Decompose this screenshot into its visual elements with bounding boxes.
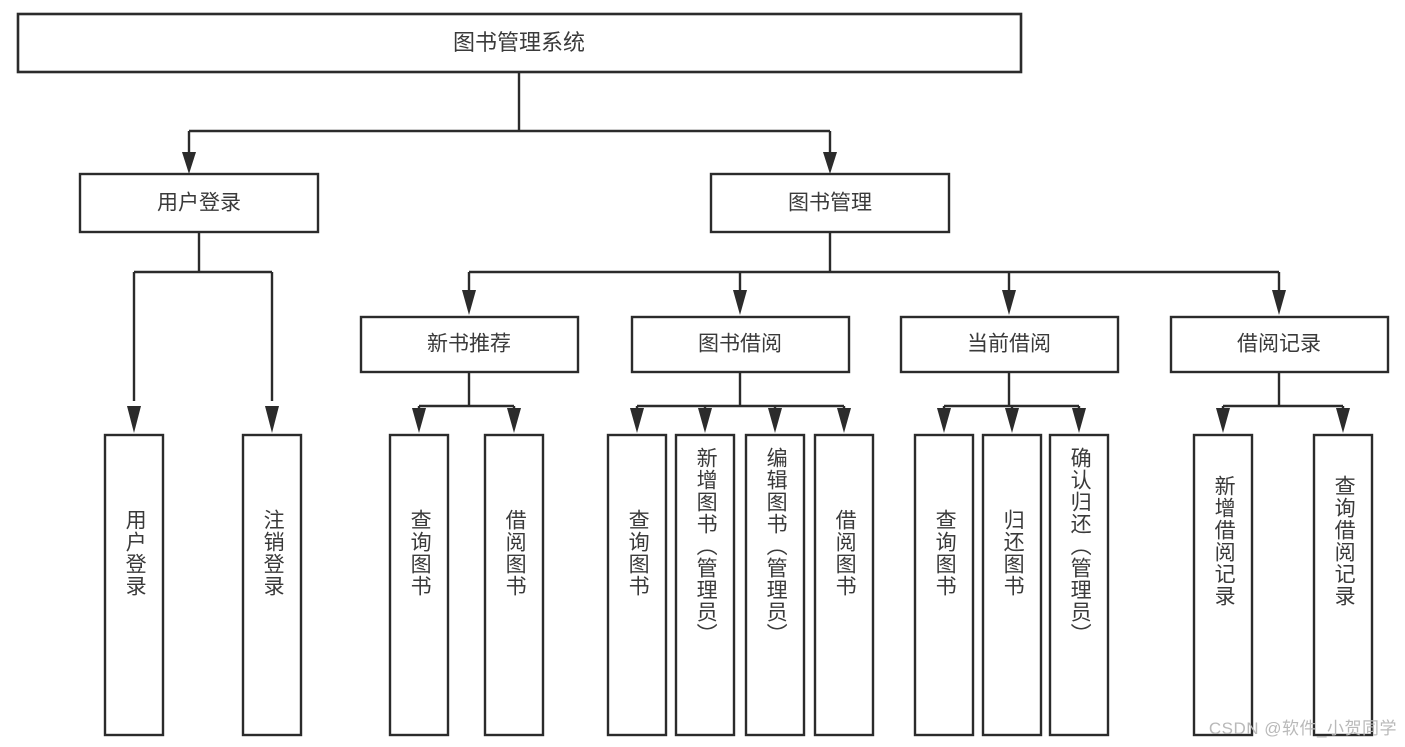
connector-login-to-leaves (132, 233, 274, 401)
node-current[interactable]: 当前借阅 (899, 315, 1120, 374)
node-leaf-3-box[interactable] (388, 433, 450, 737)
arrowhead-to-borrow (733, 290, 747, 315)
arrowhead-to-leaf-4 (507, 408, 521, 433)
node-record-label: 借阅记录 (1237, 333, 1321, 356)
node-leaf-11-box[interactable] (1048, 433, 1110, 737)
node-root-box[interactable] (16, 12, 1023, 74)
node-leaf-9-box[interactable] (913, 433, 975, 737)
node-leaf-2-box[interactable] (241, 433, 303, 737)
leaf-boxes-layer (103, 433, 1374, 737)
node-borrow-label: 图书借阅 (698, 333, 782, 356)
node-record-box[interactable] (1169, 315, 1390, 374)
arrowhead-to-current (1002, 290, 1016, 315)
arrowhead-to-leaf-3 (412, 408, 426, 433)
node-login[interactable]: 用户登录 (78, 172, 320, 234)
node-leaf-1-box[interactable] (103, 433, 165, 737)
node-record[interactable]: 借阅记录 (1169, 315, 1390, 374)
node-leaf-5-box[interactable] (606, 433, 668, 737)
node-leaf-8-box[interactable] (813, 433, 875, 737)
arrowhead-to-leaf-12 (1216, 408, 1230, 433)
node-borrow[interactable]: 图书借阅 (630, 315, 851, 374)
node-leaf-4-box[interactable] (483, 433, 545, 737)
arrowhead-to-login (182, 152, 196, 174)
arrowhead-to-leaf-5 (630, 408, 644, 433)
node-current-label: 当前借阅 (967, 333, 1051, 356)
node-borrow-box[interactable] (630, 315, 851, 374)
connector-borrow-to-leaves (635, 372, 846, 414)
node-leaf-12-box[interactable] (1192, 433, 1254, 737)
arrowhead-to-leaf-7 (768, 408, 782, 433)
node-bookmgmt[interactable]: 图书管理 (709, 172, 951, 234)
connector-record-to-leaves (1221, 372, 1345, 414)
arrowhead-to-leaf-10 (1005, 408, 1019, 433)
arrowhead-to-newbook (462, 290, 476, 315)
node-current-box[interactable] (899, 315, 1120, 374)
node-login-box[interactable] (78, 172, 320, 234)
node-login-label: 用户登录 (157, 192, 241, 215)
node-newbook[interactable]: 新书推荐 (359, 315, 580, 374)
connector-current-to-leaves (942, 372, 1081, 414)
node-root-label: 图书管理系统 (453, 30, 585, 55)
connector-newbook-to-leaves (417, 372, 516, 414)
node-newbook-box[interactable] (359, 315, 580, 374)
watermark: CSDN @软件_小贺同学 (1208, 719, 1397, 738)
arrowhead-to-record (1272, 290, 1286, 315)
arrowhead-to-leaf-9 (937, 408, 951, 433)
node-bookmgmt-box[interactable] (709, 172, 951, 234)
arrowhead-to-leaf-13 (1336, 408, 1350, 433)
connectors-layer (127, 72, 1350, 433)
connector-bookmgmt-to-level3 (467, 233, 1281, 297)
node-leaf-6-box[interactable] (674, 433, 736, 737)
arrowhead-to-leaf-8 (837, 408, 851, 433)
arrowhead-to-leaf-11 (1072, 408, 1086, 433)
arrowhead-to-leaf-6 (698, 408, 712, 433)
arrowhead-to-leaf-2 (265, 406, 279, 433)
arrowhead-to-leaf-1 (127, 406, 141, 433)
node-root[interactable]: 图书管理系统 (16, 12, 1023, 74)
node-leaf-7-box[interactable] (744, 433, 806, 737)
connector-root-to-level2 (187, 72, 832, 160)
node-leaf-10-box[interactable] (981, 433, 1043, 737)
node-bookmgmt-label: 图书管理 (788, 192, 872, 215)
arrowhead-to-bookmgmt (823, 152, 837, 174)
node-leaf-13-box[interactable] (1312, 433, 1374, 737)
node-newbook-label: 新书推荐 (427, 333, 511, 356)
